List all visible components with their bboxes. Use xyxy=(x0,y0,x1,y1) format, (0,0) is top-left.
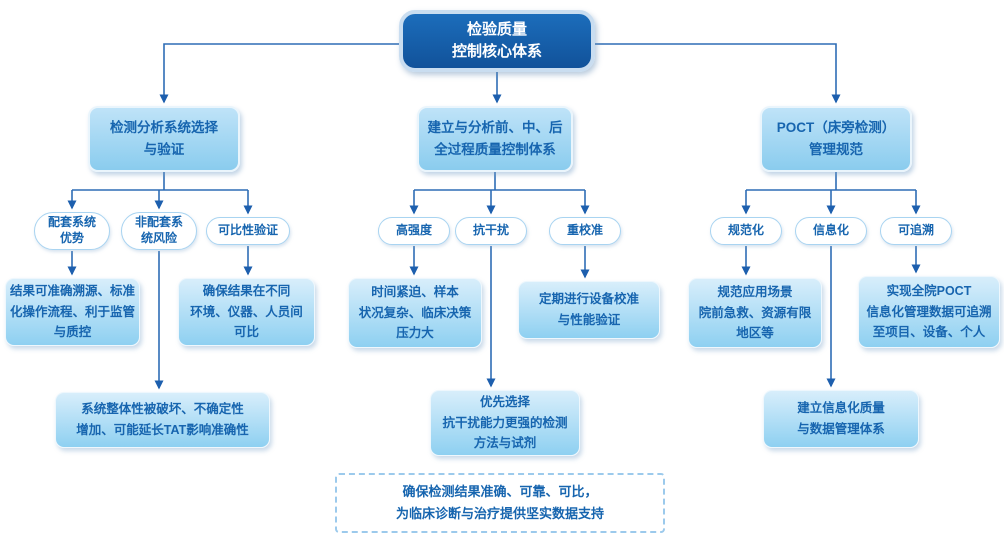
info-box-application-scenarios: 规范应用场景 院前急救、资源有限 地区等 xyxy=(688,278,822,348)
pill-anti-interference: 抗干扰 xyxy=(455,217,527,245)
summary-box-system-integrity-risk: 系统整体性被破坏、不确定性 增加、可能延长TAT影响准确性 xyxy=(55,392,270,448)
branch-header-full-process-qc: 建立与分析前、中、后 全过程质量控制体系 xyxy=(417,106,573,172)
info-box-equipment-calibration: 定期进行设备校准 与性能验证 xyxy=(518,281,660,339)
summary-box-data-management-system: 建立信息化质量 与数据管理体系 xyxy=(763,390,919,448)
info-box-time-pressure: 时间紧迫、样本 状况复杂、临床决策 压力大 xyxy=(348,278,482,348)
info-box-traceable-results: 结果可准确溯源、标准 化操作流程、利于监管 与质控 xyxy=(5,278,140,346)
pill-high-intensity: 高强度 xyxy=(378,217,450,245)
pill-informatization: 信息化 xyxy=(795,217,867,245)
branch-header-system-selection: 检测分析系统选择 与验证 xyxy=(88,106,240,172)
summary-box-prefer-anti-interference: 优先选择 抗干扰能力更强的检测 方法与试剂 xyxy=(430,390,580,456)
pill-standardization: 规范化 xyxy=(710,217,782,245)
root-node: 检验质量 控制核心体系 xyxy=(399,10,595,72)
pill-traceability: 可追溯 xyxy=(880,217,952,245)
pill-matched-system-advantage: 配套系统 优势 xyxy=(34,212,110,250)
pill-unmatched-system-risk: 非配套系 统风险 xyxy=(121,212,197,250)
info-box-hospital-poct-data: 实现全院POCT 信息化管理数据可追溯 至项目、设备、个人 xyxy=(858,276,1000,348)
branch-header-poct: POCT（床旁检测） 管理规范 xyxy=(760,106,912,172)
footer-note: 确保检测结果准确、可靠、可比， 为临床诊断与治疗提供坚实数据支持 xyxy=(335,473,665,533)
info-box-comparable-results: 确保结果在不同 环境、仪器、人员间 可比 xyxy=(178,278,315,346)
pill-recalibration: 重校准 xyxy=(549,217,621,245)
pill-comparability-verification: 可比性验证 xyxy=(206,217,290,245)
